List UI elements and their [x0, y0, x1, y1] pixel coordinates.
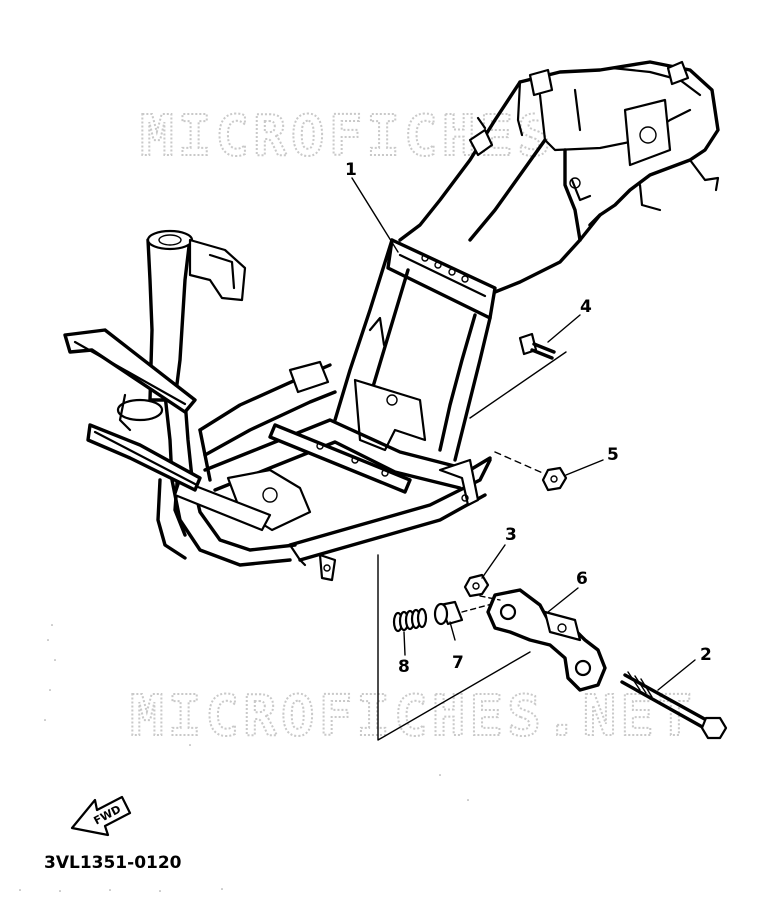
callout-6: 6	[576, 569, 588, 589]
watermark-bottom: MICROFICHES.NET	[130, 684, 696, 749]
scan-specks	[19, 624, 469, 892]
frame-assembly	[63, 60, 720, 582]
leader-lines	[351, 177, 696, 741]
callout-4: 4	[580, 297, 592, 317]
fwd-arrow-icon: FWD	[70, 795, 132, 837]
callout-5: 5	[607, 445, 619, 465]
callout-2: 2	[700, 645, 712, 665]
callout-3: 3	[505, 525, 517, 545]
callout-7: 7	[452, 653, 464, 673]
spring-coil	[392, 607, 428, 633]
bolt-part-4	[518, 332, 556, 360]
part-code: 3VL1351-0120	[44, 853, 182, 873]
callout-1: 1	[345, 160, 357, 180]
nut-part-5	[541, 466, 568, 492]
callout-8: 8	[398, 657, 410, 677]
stand-assembly	[392, 573, 728, 740]
